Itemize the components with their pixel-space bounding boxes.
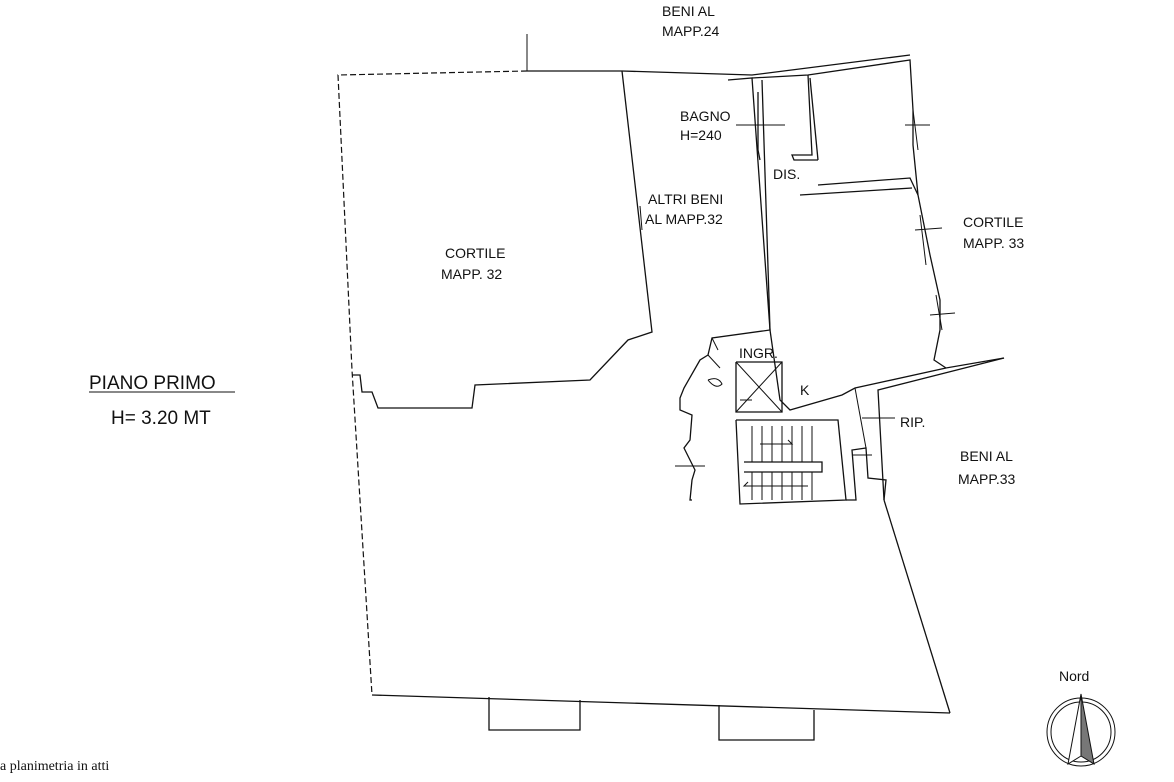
label-bagno-height: H=240 [680,127,722,143]
label-rip: RIP. [900,414,925,430]
label-beni-mapp24-number: MAPP.24 [662,23,720,39]
door-swing-icon [707,378,723,387]
label-cortile-32-mapp: MAPP. 32 [441,266,502,282]
label-beni-mapp24: BENI AL [662,3,715,19]
label-bagno: BAGNO [680,108,731,124]
label-beni-mapp33-number: MAPP.33 [958,471,1016,487]
label-altri-beni-mapp: AL MAPP.32 [645,211,723,227]
label-k: K [800,382,810,398]
label-altri-beni: ALTRI BENI [648,191,723,207]
label-dis: DIS. [773,166,800,182]
east-block-walls [751,59,1005,369]
label-cortile-33-mapp: MAPP. 33 [963,235,1024,251]
label-beni-mapp33: BENI AL [960,448,1013,464]
south-balconies [488,697,815,741]
footer-caption: a planimetria in atti [0,759,110,774]
compass-north-icon [1046,693,1116,767]
cortile-32-boundary [352,70,653,409]
label-cortile-33: CORTILE [963,214,1023,230]
floor-title: PIANO PRIMO [89,373,216,394]
courtyard-boundary [337,34,951,714]
label-nord: Nord [1059,668,1089,684]
east-boundary [877,357,1005,714]
floor-height: H= 3.20 MT [111,408,211,429]
label-cortile-32: CORTILE [445,245,505,261]
stair-treads [742,426,823,500]
altri-beni-walls [679,77,771,501]
stair-core [675,329,947,505]
label-ingr: INGR. [739,345,778,361]
north-compass: Nord [1046,668,1116,767]
